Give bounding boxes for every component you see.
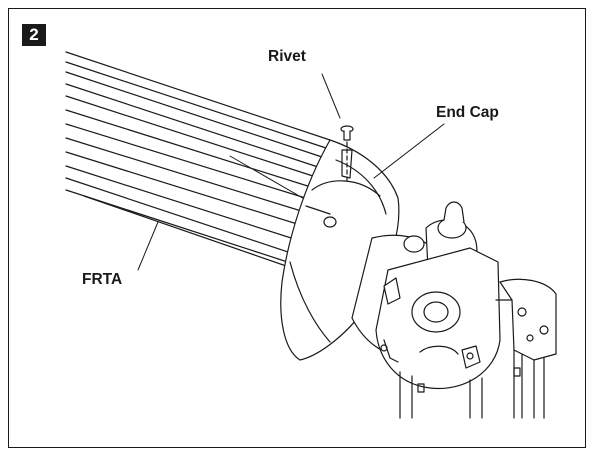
rivet-label: Rivet: [268, 48, 306, 65]
end-cap-label: End Cap: [436, 104, 499, 121]
step-number-badge: 2: [22, 24, 46, 46]
end-cap: [280, 139, 400, 361]
frta-label: FRTA: [82, 271, 123, 288]
drive-head-assembly: [351, 201, 501, 390]
frta-tube: [65, 51, 331, 269]
leader-lines: [137, 73, 445, 271]
rivet-part: [340, 125, 354, 183]
mounting-bracket: [399, 278, 557, 419]
